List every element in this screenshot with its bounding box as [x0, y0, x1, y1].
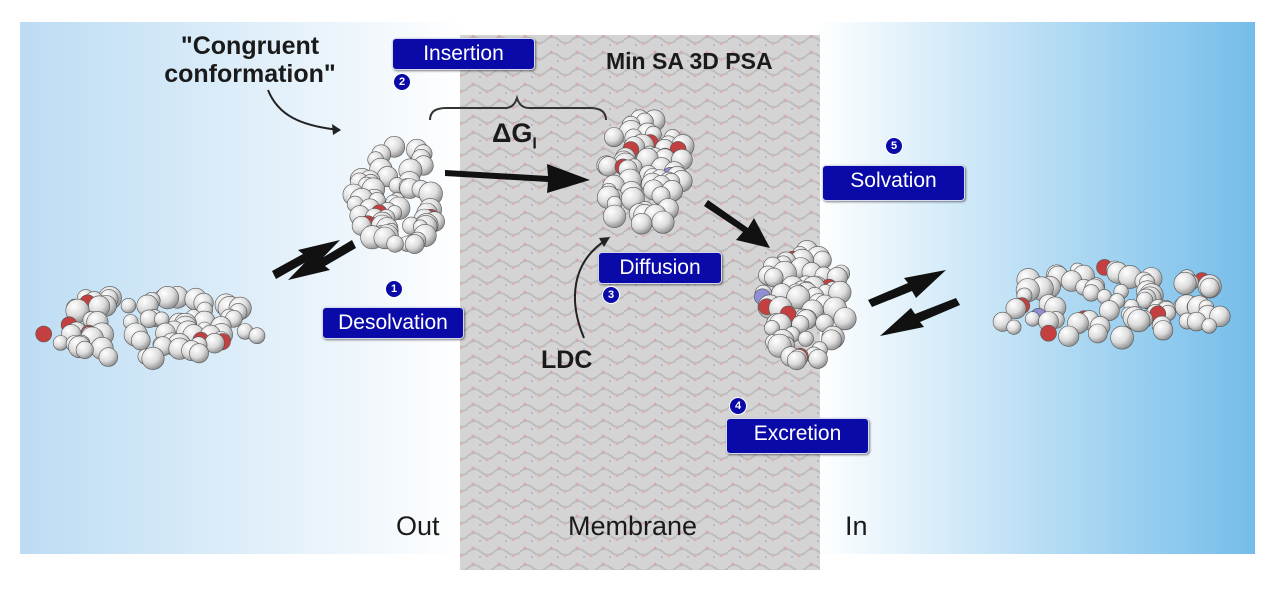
insertion-label: Insertion [423, 42, 504, 65]
delta-g-label: ΔGI [492, 118, 537, 153]
atom [141, 346, 165, 370]
atom [131, 330, 151, 351]
excretion-arrow [704, 200, 770, 248]
atom [1201, 318, 1217, 334]
atom [35, 325, 53, 343]
atom [1099, 300, 1120, 321]
equilibrium-arrows-right [868, 270, 960, 336]
open-conformation-molecule-in [992, 259, 1231, 350]
region-label-membrane: Membrane [568, 511, 698, 541]
atom [189, 343, 209, 364]
atom [1040, 324, 1057, 342]
atom [808, 349, 828, 369]
delta-g-brace [429, 94, 607, 121]
atom [1152, 320, 1174, 341]
atom [651, 210, 675, 234]
desolvation-label: Desolvation [338, 311, 448, 334]
region-label-out: Out [396, 511, 440, 541]
atom [1006, 319, 1022, 335]
atom [602, 204, 627, 228]
atom [52, 335, 69, 351]
atom [120, 298, 137, 314]
atom [833, 307, 857, 331]
congruent-pointer-head [332, 124, 341, 135]
diffusion-step: Diffusion [598, 252, 722, 284]
region-label-in: In [845, 511, 868, 541]
excretion-label: Excretion [753, 422, 842, 445]
delta-g-subscript: I [532, 135, 537, 153]
atom [1136, 291, 1154, 309]
congruent-conformation-label: "Congruent conformation" [150, 32, 350, 88]
solvation-step: Solvation [822, 165, 965, 201]
atom [604, 127, 624, 148]
ldc-pointer-arrow [573, 239, 607, 339]
atom [98, 347, 119, 367]
atom [798, 330, 814, 347]
congruent-label-line2: conformation" [164, 60, 336, 88]
open-conformation-molecule-out [35, 285, 266, 370]
equilibrium-arrows-left [272, 240, 356, 280]
insertion-arrow [445, 164, 590, 193]
solvation-label: Solvation [850, 169, 937, 192]
atom [786, 285, 811, 310]
atom [1082, 284, 1100, 302]
min-sa-label: Min SA 3D PSA [606, 48, 773, 74]
atom [786, 350, 807, 371]
atom [75, 340, 94, 359]
step-number-1: 1 [385, 280, 403, 298]
atom [1058, 325, 1080, 347]
excreted-molecule [753, 240, 857, 371]
congruent-pointer-arrow [267, 89, 341, 131]
atom [1110, 325, 1134, 350]
atom [248, 327, 266, 345]
atom [1199, 277, 1220, 298]
atom [1005, 298, 1027, 320]
insertion-step: Insertion [392, 38, 535, 70]
step-number-5: 5 [885, 137, 903, 155]
step-number-2: 2 [393, 73, 411, 91]
atom [404, 234, 425, 254]
step-number-4: 4 [729, 397, 747, 415]
step-number-3: 3 [602, 286, 620, 304]
delta-g-symbol: ΔG [492, 118, 533, 148]
atom [821, 329, 842, 351]
ldc-label: LDC [541, 346, 593, 374]
diffusion-label: Diffusion [619, 256, 701, 279]
atom [630, 213, 653, 235]
excretion-step: Excretion [726, 418, 869, 454]
atom [1173, 271, 1197, 295]
desolvation-step: Desolvation [322, 307, 464, 339]
atom [386, 235, 404, 253]
congruent-label-line1: "Congruent [180, 32, 320, 60]
atom [1088, 323, 1108, 344]
atom [1024, 311, 1041, 327]
congruent-conformation-molecule [342, 136, 445, 254]
membrane-molecule [596, 109, 695, 235]
ldc-pointer-head [599, 237, 610, 247]
atom [1127, 309, 1151, 333]
